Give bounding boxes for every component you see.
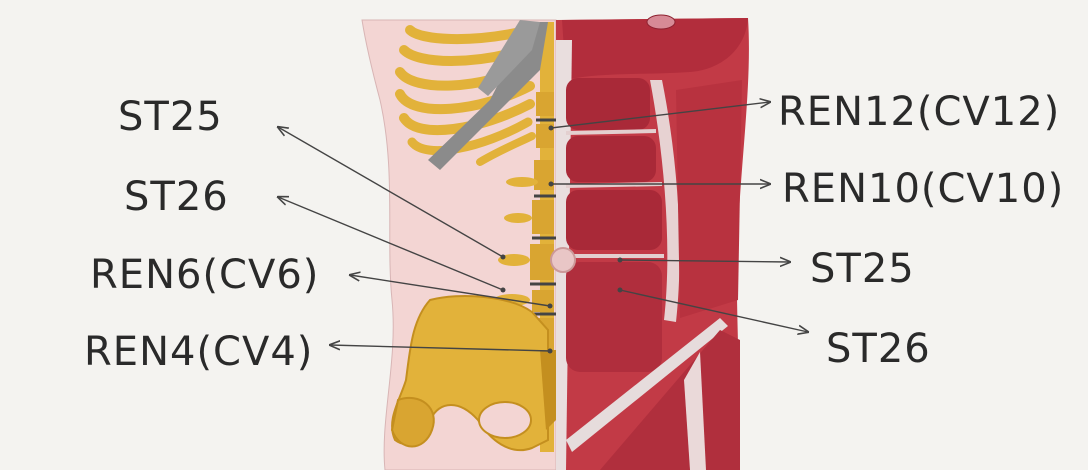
label-st25-right: ST25	[810, 246, 915, 292]
tendinous-intersection	[566, 131, 656, 133]
obturator-foramen	[479, 402, 531, 438]
label-ren6: REN6(CV6)	[90, 252, 319, 298]
rectus-segment-4	[566, 262, 662, 372]
navel	[551, 248, 575, 272]
label-ren12: REN12(CV12)	[778, 89, 1060, 135]
label-st25-left: ST25	[118, 94, 223, 140]
label-st26-right: ST26	[826, 326, 931, 372]
nipple	[647, 15, 675, 29]
label-ren4: REN4(CV4)	[84, 329, 313, 375]
rectus-segment-1	[566, 78, 650, 130]
label-st26-left: ST26	[124, 174, 229, 220]
rectus-segment-2	[566, 136, 656, 182]
femur-head	[392, 398, 434, 447]
label-ren10: REN10(CV10)	[782, 166, 1064, 212]
rectus-segment-3	[566, 190, 662, 250]
external-oblique	[676, 80, 742, 318]
